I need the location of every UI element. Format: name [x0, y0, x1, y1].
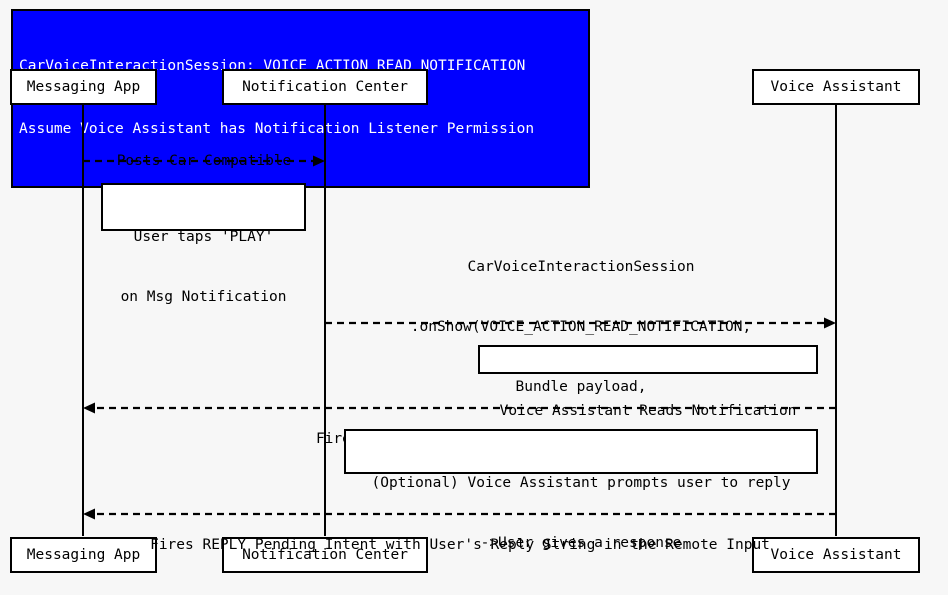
message-label-line-2: .onShow(VOICE_ACTION_READ_NOTIFICATION, [410, 319, 752, 335]
participant-voice-assistant-bottom[interactable]: Voice Assistant [752, 537, 920, 573]
note-line-1: User taps 'PLAY' [133, 229, 274, 245]
note-line-2: ->User gives a response [480, 535, 682, 551]
note-optional-reply-prompt: (Optional) Voice Assistant prompts user … [344, 429, 818, 551]
message-label-line-1: Fires REPLY Pending Intent with User's R… [150, 537, 770, 553]
message-label-line-1: Posts Car Compatible [116, 153, 292, 169]
participant-label: Voice Assistant [770, 546, 902, 563]
participant-label: Messaging App [26, 78, 141, 95]
participant-label: Voice Assistant [770, 78, 902, 95]
participant-messaging-app-bottom[interactable]: Messaging App [10, 537, 157, 573]
lifeline-notification-center [324, 104, 326, 536]
message-label-line-1: CarVoiceInteractionSession [467, 259, 695, 275]
note-voice-assistant-reads: Voice Assistant Reads Notification [478, 345, 818, 419]
participant-notification-center-top[interactable]: Notification Center [222, 69, 428, 105]
participant-messaging-app-top[interactable]: Messaging App [10, 69, 157, 105]
participant-voice-assistant-top[interactable]: Voice Assistant [752, 69, 920, 105]
note-user-taps-play: User taps 'PLAY' on Msg Notification [101, 183, 306, 305]
note-line-2: on Msg Notification [120, 289, 287, 305]
participant-label: Notification Center [242, 78, 408, 95]
message-label-line-3: Bundle payload, [515, 379, 647, 395]
participant-notification-center-bottom[interactable]: Notification Center [222, 537, 428, 573]
diagram-title-line-2: Assume Voice Assistant has Notification … [19, 121, 535, 137]
lifeline-voice-assistant [835, 104, 837, 536]
participant-label: Messaging App [26, 546, 141, 563]
note-line-1: (Optional) Voice Assistant prompts user … [371, 475, 791, 491]
participant-label: Notification Center [242, 546, 408, 563]
lifeline-messaging-app [82, 104, 84, 536]
message-label-reply-intent: Fires REPLY Pending Intent with User's R… [84, 495, 836, 595]
